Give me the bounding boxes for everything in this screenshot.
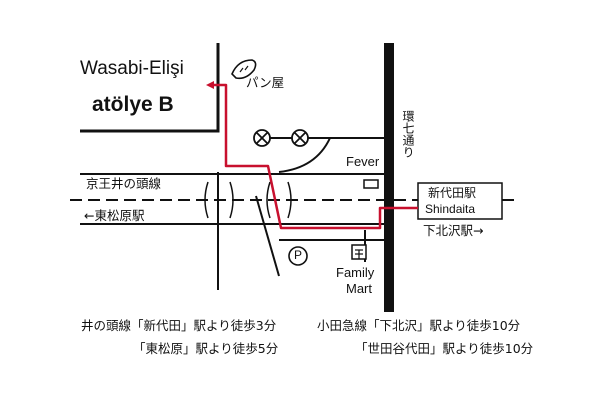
- shindaita-jp-label: 新代田駅: [428, 186, 477, 200]
- underpass-left: [204, 181, 209, 219]
- access-line2-right: 「世田谷代田」駅より徒歩10分: [355, 341, 534, 356]
- street-diagonal: [255, 195, 280, 277]
- access-line2-left: 「東松原」駅より徒歩5分: [133, 341, 279, 356]
- traffic-light-icon: [291, 129, 309, 147]
- parking-letter: P: [293, 248, 302, 262]
- higashi-matsubara-label: ←東松原駅: [84, 208, 145, 223]
- shindaita-en-label: Shindaita: [425, 202, 476, 216]
- family-mart-label-line1: Family: [336, 265, 375, 280]
- street-fever-curve: [278, 137, 331, 173]
- crossing-marker: [363, 179, 379, 189]
- route-arrow-icon: [206, 81, 214, 89]
- railway-label: 京王井の頭線: [86, 176, 162, 191]
- bakery-label: パン屋: [246, 75, 285, 90]
- access-line1-left: 井の頭線「新代田」駅より徒歩3分: [81, 318, 277, 333]
- destination-name-line1: Wasabi-Elişi: [80, 58, 184, 79]
- access-line1-right: 小田急線「下北沢」駅より徒歩10分: [317, 318, 521, 333]
- family-mart-icon: [351, 244, 367, 260]
- shindaita-station-box: [417, 182, 503, 220]
- family-mart-label-line2: Mart: [346, 281, 372, 296]
- kannana-label: 環七通り: [401, 110, 415, 158]
- shimokitazawa-label: 下北沢駅→: [423, 223, 484, 238]
- traffic-light-icon: [253, 129, 271, 147]
- destination-name-line2: atölye B: [92, 93, 174, 116]
- bread-icon: [231, 59, 257, 80]
- walking-route: [214, 83, 418, 230]
- parking-icon: [288, 246, 308, 266]
- building-outline: [80, 43, 220, 133]
- fever-label: Fever: [346, 154, 380, 169]
- underpass-right: [266, 181, 271, 219]
- underpass-left2: [229, 181, 234, 219]
- underpass-right2: [287, 181, 292, 219]
